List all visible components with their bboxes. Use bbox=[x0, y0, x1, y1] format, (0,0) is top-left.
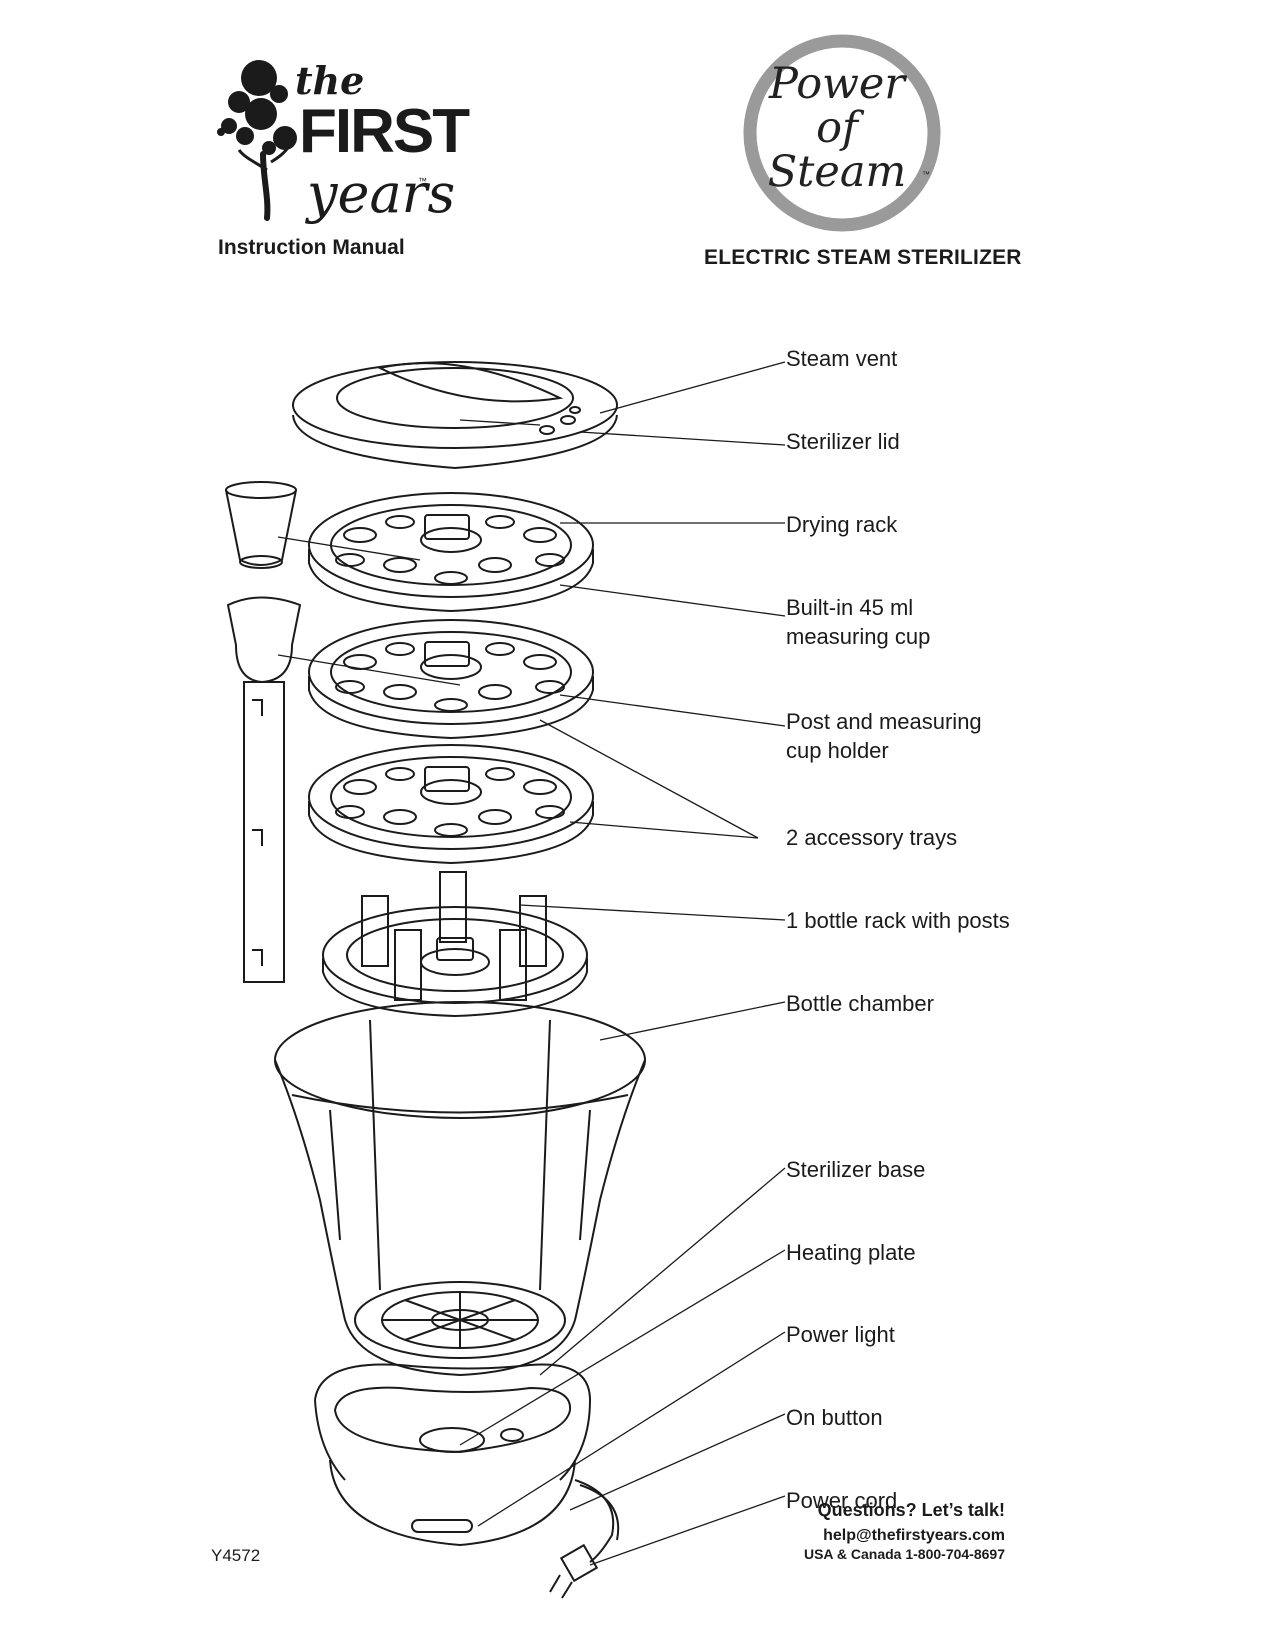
label-post-and-cup-holder: Post and measuring cup holder bbox=[786, 707, 982, 765]
label-text: Power cord bbox=[786, 1488, 898, 1513]
label-text: Heating plate bbox=[786, 1240, 916, 1265]
label-sterilizer-base: Sterilizer base bbox=[786, 1155, 925, 1184]
seal-line-3: Steam bbox=[767, 147, 907, 197]
tree-logo-icon bbox=[217, 60, 297, 221]
label-text: 1 bottle rack with posts bbox=[786, 908, 1010, 933]
seal-ring-icon bbox=[743, 34, 941, 232]
label-text: 2 accessory trays bbox=[786, 825, 958, 850]
label-text: Bottle chamber bbox=[786, 991, 934, 1016]
label-power-cord: Power cord bbox=[786, 1486, 897, 1515]
post-and-cup-holder bbox=[226, 596, 302, 983]
label-bottle-rack: 1 bottle rack with posts bbox=[786, 906, 1010, 935]
label-text: Sterilizer lid bbox=[786, 429, 900, 454]
logo-the: the bbox=[295, 58, 365, 103]
label-sterilizer-lid: Sterilizer lid bbox=[786, 427, 900, 456]
label-measuring-cup: Built-in 45 ml measuring cup bbox=[786, 593, 930, 651]
document-type: Instruction Manual bbox=[218, 236, 405, 259]
accessory-tray-2 bbox=[308, 744, 594, 865]
accessory-tray-1 bbox=[308, 619, 594, 740]
label-text: cup holder bbox=[786, 738, 889, 763]
logo-first: FIRST bbox=[299, 97, 470, 166]
support-email[interactable]: help@thefirstyears.com bbox=[823, 1527, 1005, 1544]
seal-line-1: Power bbox=[769, 59, 905, 109]
logo-trademark: ™ bbox=[418, 176, 427, 186]
brand-logo: the FIRST years ™ bbox=[215, 58, 470, 238]
seal-line-2: of bbox=[816, 103, 858, 153]
bottle-rack bbox=[322, 871, 588, 1018]
label-text: Sterilizer base bbox=[786, 1157, 926, 1182]
drying-rack bbox=[308, 492, 594, 613]
label-text: Post and measuring bbox=[786, 709, 982, 734]
measuring-cup bbox=[225, 481, 297, 569]
footer-question: Questions? Let’s talk! bbox=[817, 1500, 1005, 1520]
label-text: Power light bbox=[786, 1322, 895, 1347]
product-name: ELECTRIC STEAM STERILIZER bbox=[704, 246, 1022, 269]
logo-years: years bbox=[307, 162, 456, 225]
label-drying-rack: Drying rack bbox=[786, 510, 897, 539]
label-text: Built-in 45 ml bbox=[786, 595, 914, 620]
label-text: Drying rack bbox=[786, 512, 898, 537]
model-number: Y4572 bbox=[211, 1546, 261, 1565]
sterilizer-lid bbox=[292, 361, 618, 470]
label-bottle-chamber: Bottle chamber bbox=[786, 989, 934, 1018]
label-power-light: Power light bbox=[786, 1320, 895, 1349]
label-text: measuring cup bbox=[786, 624, 931, 649]
sterilizer-base bbox=[314, 1363, 620, 1599]
label-steam-vent: Steam vent bbox=[786, 344, 897, 373]
seal-trademark: ™ bbox=[922, 170, 930, 179]
label-heating-plate: Heating plate bbox=[786, 1238, 916, 1267]
bottle-chamber bbox=[274, 1001, 646, 1377]
label-accessory-trays: 2 accessory trays bbox=[786, 823, 957, 852]
support-phone: USA & Canada 1-800-704-8697 bbox=[803, 1546, 1005, 1562]
label-text: On button bbox=[786, 1405, 883, 1430]
label-text: Steam vent bbox=[786, 346, 898, 371]
label-on-button: On button bbox=[786, 1403, 883, 1432]
power-of-steam-seal: Power of Steam ™ bbox=[742, 28, 972, 258]
